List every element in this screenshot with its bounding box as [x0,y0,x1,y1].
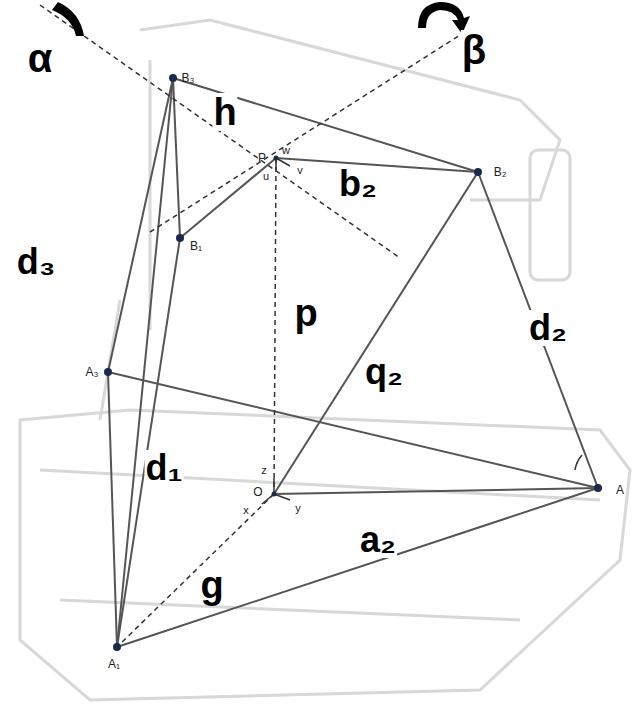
point-label: B₃ [182,72,195,84]
frame-axes [262,158,582,504]
dimension-label: q₂ [364,354,404,390]
point-label: A₁ [108,658,120,670]
point-label: A₃ [86,366,99,378]
dimension-label: g [199,566,224,604]
dimension-label: d₃ [16,244,57,280]
dimension-label: d₁ [145,450,184,486]
point-label: y [295,503,301,514]
dimension-label: a₂ [359,522,397,558]
joint-points [104,74,602,651]
point-label: v [297,165,303,176]
dimension-label: p [293,294,318,332]
dimension-label: β [461,30,487,70]
dimension-label: b₂ [338,166,378,202]
dimension-label: h [212,93,237,131]
robot-links [108,78,598,647]
point-label: z [261,465,267,476]
point-label: B₂ [494,166,507,178]
point-label: u [263,171,269,182]
rotation-arrows [52,2,470,36]
point-label: O [253,486,262,498]
dimension-label: α [27,38,54,78]
dimension-label: d₂ [528,310,568,346]
point-label: B₁ [190,240,202,252]
axis-lines [40,5,468,647]
robot-housing [20,20,630,700]
point-label: w [282,145,290,156]
point-label: P [258,152,266,164]
point-label: A [616,484,624,496]
point-label: x [243,505,249,516]
